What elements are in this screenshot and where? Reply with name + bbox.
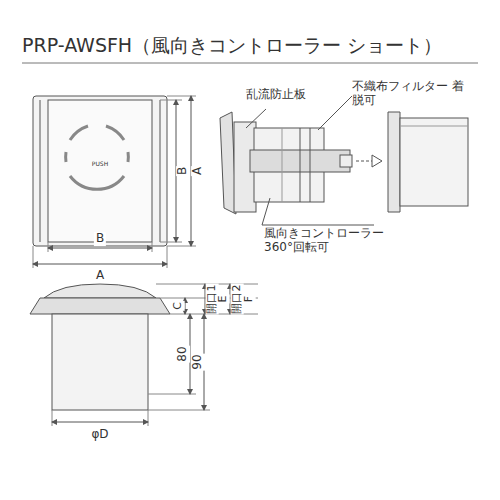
dimension-label: 80 (176, 345, 190, 362)
button-label: PUSH (92, 161, 108, 168)
part-label: 不織布フィルター 着脱可 (352, 80, 464, 108)
part-label: 風向きコントローラー 360°回転可 (264, 227, 392, 255)
dimension-label: φD (89, 428, 110, 442)
dimension-label: F (243, 295, 256, 303)
dimension-label: A (191, 166, 205, 176)
dimension-label: E (217, 295, 230, 304)
dimension-label: C (172, 301, 185, 311)
drawing-title: PRP-AWSFH（風向きコントローラー ショート） (22, 33, 442, 59)
dimension-label: B (176, 166, 190, 176)
part-label: 乱流防止板 (246, 88, 306, 102)
dimension-label: 90 (191, 353, 205, 370)
dimension-label: A (94, 269, 106, 283)
dimension-label: 開口2 (231, 284, 244, 315)
dimension-label: B (94, 232, 106, 246)
